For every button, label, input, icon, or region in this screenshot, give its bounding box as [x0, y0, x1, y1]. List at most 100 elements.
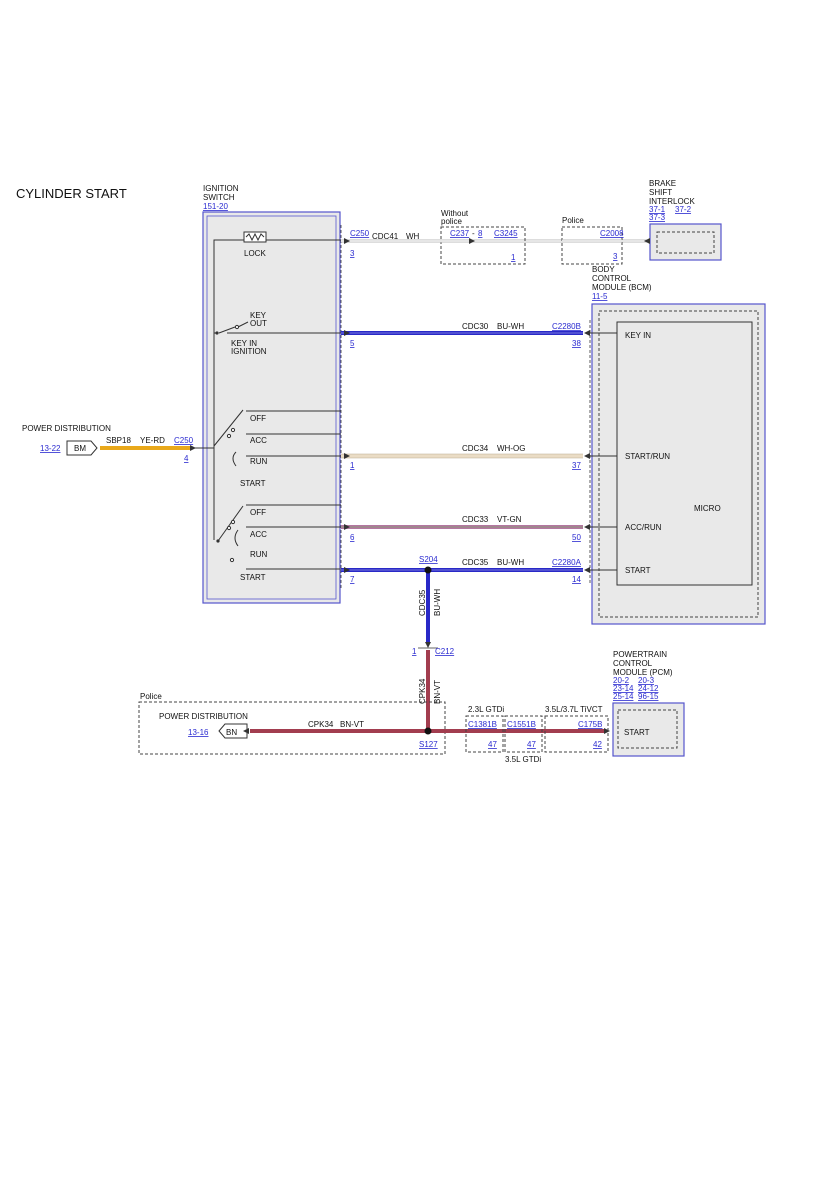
brake-shift-interlock: BRAKE SHIFT INTERLOCK 37-1 37-2 37-3 [644, 179, 722, 261]
pcm-ref-4[interactable]: 24-12 [638, 684, 659, 693]
gtdi35-connector[interactable]: C1551B [507, 720, 536, 729]
c212-connector: 1 C212 [412, 647, 455, 656]
arrow-icon [604, 728, 610, 734]
pos-b-off: OFF [250, 508, 266, 517]
cdc41-pin[interactable]: 3 [350, 249, 355, 258]
wire-cdc33-group: CDC33 VT-GN 6 50 [341, 515, 590, 542]
cdc35-pin-left[interactable]: 7 [350, 575, 355, 584]
c2008-connector[interactable]: C2008 [600, 229, 624, 238]
c2008-pin[interactable]: 3 [613, 252, 618, 261]
cdc30-connector-right[interactable]: C2280B [552, 322, 581, 331]
sbp18-circuit: SBP18 [106, 436, 131, 445]
bsi-ref-2[interactable]: 37-2 [675, 205, 692, 214]
cdc35-pin-right[interactable]: 14 [572, 575, 581, 584]
bsi-ref-1[interactable]: 37-1 [649, 205, 666, 214]
cdc34-pin-left[interactable]: 1 [350, 461, 355, 470]
power-distribution-top-label: POWER DISTRIBUTION [22, 424, 111, 433]
tivct-label: 3.5L/3.7L TiVCT [545, 705, 603, 714]
cdc35-vertical-color: BU-WH [433, 589, 442, 616]
arrow-icon [243, 728, 249, 734]
c237-connector[interactable]: C237 [450, 229, 470, 238]
cdc30-pin-right[interactable]: 38 [572, 339, 581, 348]
sbp18-pin[interactable]: 4 [184, 454, 189, 463]
gtdi35-pin[interactable]: 47 [527, 740, 536, 749]
bcm-acc-run: ACC/RUN [625, 523, 662, 532]
cdc33-pin-left[interactable]: 6 [350, 533, 355, 542]
pcm-ref-3[interactable]: 23-14 [613, 684, 634, 693]
arrow-icon [344, 524, 350, 530]
ignition-switch-group-b [216, 504, 341, 570]
cdc41-color: WH [406, 232, 420, 241]
c212-label[interactable]: C212 [435, 647, 455, 656]
sbp18-connector[interactable]: C250 [174, 436, 194, 445]
bsi-title-1: BRAKE [649, 179, 676, 188]
cdc33-color: VT-GN [497, 515, 522, 524]
pcm-ref-6[interactable]: 96-15 [638, 692, 659, 701]
cdc35-vertical-circuit: CDC35 [418, 589, 427, 616]
without-police-label-2: police [441, 217, 462, 226]
splice-dot-icon [424, 566, 432, 574]
tivct-pin[interactable]: 42 [593, 740, 602, 749]
arrow-icon [644, 238, 650, 244]
arrow-icon [425, 642, 431, 648]
arrow-icon [469, 238, 475, 244]
bcm-start-run: START/RUN [625, 452, 670, 461]
arrow-icon [344, 238, 350, 244]
cdc34-color: WH-OG [497, 444, 525, 453]
pos-b-start: START [240, 573, 266, 582]
ignition-switch-box [202, 211, 341, 604]
key-out-label-1: KEY [250, 311, 267, 320]
ignition-switch-group-a [213, 409, 341, 467]
cdc34-pin-right[interactable]: 37 [572, 461, 581, 470]
police-top-label: Police [562, 216, 584, 225]
tivct-connector[interactable]: C175B [578, 720, 602, 729]
cdc41-circuit: CDC41 [372, 232, 399, 241]
pcm-title-2: CONTROL [613, 659, 653, 668]
cdc30-color: BU-WH [497, 322, 524, 331]
arrow-icon [584, 524, 590, 530]
cpk34-vertical-color: BN-VT [433, 680, 442, 704]
police-top-box: Police C2008 3 [561, 216, 624, 265]
ignition-switch-title-2: SWITCH [203, 193, 235, 202]
bsi-title-3: INTERLOCK [649, 197, 695, 206]
pd-bottom-ref[interactable]: 13-16 [188, 728, 209, 737]
without-police-label-1: Without [441, 209, 469, 218]
cdc41-connector[interactable]: C250 [350, 229, 370, 238]
bsi-ref-3[interactable]: 37-3 [649, 213, 666, 222]
cpk34-color: BN-VT [340, 720, 364, 729]
s204-splice[interactable]: S204 [419, 555, 438, 564]
bcm-ref[interactable]: 11-5 [592, 292, 608, 301]
without-police-box: Without police C237 - 8 C3245 1 [440, 209, 526, 265]
c212-pin[interactable]: 1 [412, 647, 417, 656]
gtdi35-label: 3.5L GTDi [505, 755, 541, 764]
gtdi23-connector[interactable]: C1381B [468, 720, 497, 729]
ignition-switch-ref[interactable]: 151-20 [203, 202, 228, 211]
sbp18-color: YE-RD [140, 436, 165, 445]
bcm-start: START [625, 566, 651, 575]
pcm-ref-1[interactable]: 20-2 [613, 676, 630, 685]
pcm-ref-5[interactable]: 25-14 [613, 692, 634, 701]
key-in-label-1: KEY IN [231, 339, 257, 348]
cdc30-pin-left[interactable]: 5 [350, 339, 355, 348]
pos-a-start: START [240, 479, 266, 488]
power-distribution-top-ref[interactable]: 13-22 [40, 444, 61, 453]
arrow-icon [584, 567, 590, 573]
pcm-ref-2[interactable]: 20-3 [638, 676, 655, 685]
cpk34-circuit: CPK34 [308, 720, 334, 729]
cdc33-pin-right[interactable]: 50 [572, 533, 581, 542]
s127-splice[interactable]: S127 [419, 740, 438, 749]
ignition-bus [193, 239, 226, 449]
pcm-title-1: POWERTRAIN [613, 650, 667, 659]
wire-cdc30-group: CDC30 BU-WH 5 C2280B 38 [341, 322, 590, 348]
c237-pin[interactable]: 8 [478, 229, 483, 238]
bcm-module: BODY CONTROL MODULE (BCM) 11-5 KEY IN ST… [589, 265, 766, 625]
pos-b-acc: ACC [250, 530, 267, 539]
c3245-connector[interactable]: C3245 [494, 229, 518, 238]
cdc35-connector-right[interactable]: C2280A [552, 558, 582, 567]
arrow-icon [344, 330, 350, 336]
wire-cdc35-group: S204 CDC35 BU-WH 7 C2280A 14 CDC35 BU-WH [341, 555, 590, 648]
gtdi23-pin[interactable]: 47 [488, 740, 497, 749]
c3245-pin[interactable]: 1 [511, 253, 516, 262]
arrow-icon [344, 567, 350, 573]
